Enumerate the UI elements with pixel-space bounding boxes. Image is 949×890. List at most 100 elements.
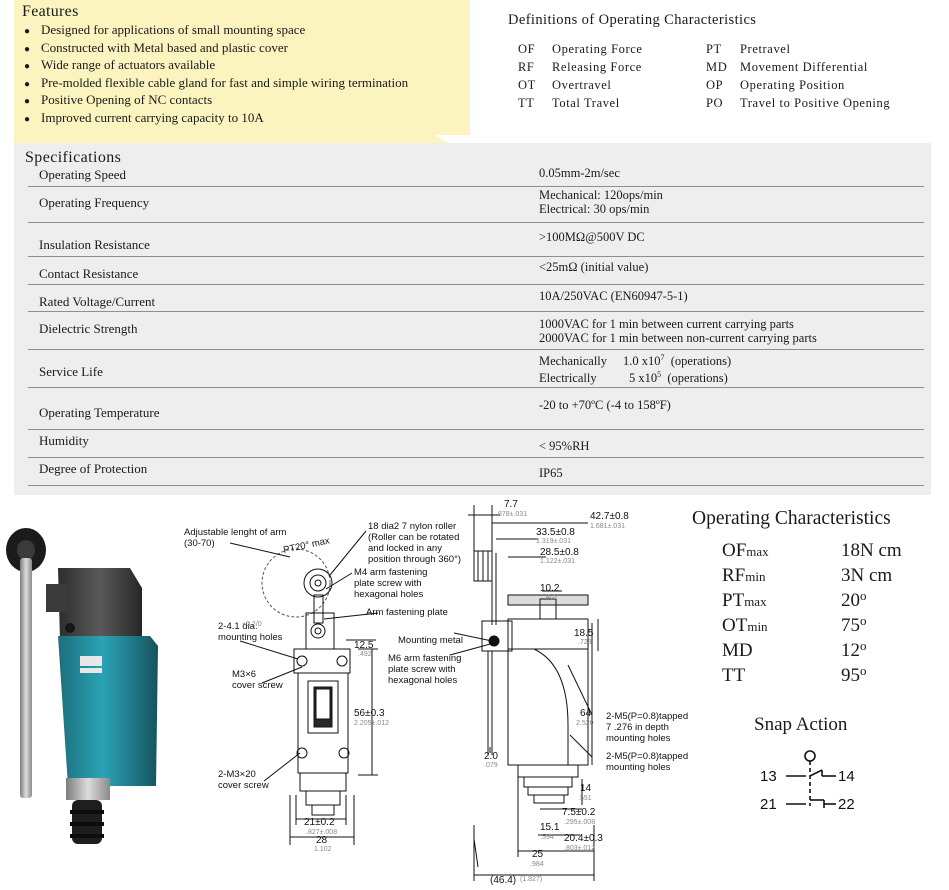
spec-value: IP65 — [539, 466, 563, 480]
note-roller: and locked in any — [368, 543, 442, 554]
dim-28-inch: 1.102 — [314, 846, 332, 853]
note-m4-screw: M4 arm fastening — [354, 567, 427, 578]
spec-row: Insulation Resistance >100MΩ@500V DC — [28, 223, 924, 257]
dim-18-5: 18.5 — [574, 628, 594, 639]
spec-label: Service Life — [39, 364, 103, 379]
spec-label: Humidity — [39, 433, 89, 448]
dim-18-5-inch: .728 — [578, 639, 592, 646]
dim-14: 14 — [580, 783, 592, 794]
specifications-table: Specifications Operating Speed 0.05mm-2m… — [14, 143, 931, 495]
note-m6-screw: M6 arm fastening — [388, 653, 461, 664]
spec-label: Contact Resistance — [39, 266, 139, 281]
note-mounting-holes: mounting holes — [218, 632, 283, 643]
note-m3x20: cover screw — [218, 780, 269, 791]
spec-value: 1000VAC for 1 min between current carryi… — [539, 317, 817, 345]
spec-row: Degree of Protection IP65 — [28, 458, 924, 486]
definitions-title: Definitions of Operating Characteristics — [508, 12, 757, 28]
snap-action-title: Snap Action — [754, 714, 848, 735]
dim-21: 21±0.2 — [304, 817, 335, 828]
bullet-icon: ● — [24, 61, 31, 73]
spec-value: -20 to +70ºC (-4 to 158ºF) — [539, 398, 671, 412]
feature-item: ●Constructed with Metal based and plasti… — [24, 40, 408, 58]
dim-28: 28 — [316, 835, 328, 846]
terminal-21: 21 — [760, 796, 777, 813]
bullet-icon: ● — [24, 96, 31, 108]
snap-action: Snap Action 13 14 21 22 — [754, 714, 904, 813]
dim-15-1-inch: .594 — [540, 834, 554, 841]
bullet-icon: ● — [24, 78, 31, 90]
note-m3x6: cover screw — [232, 680, 283, 691]
dim-28-5: 28.5±0.8 — [540, 547, 579, 558]
note-tapped-holes: 7 .276 in depth — [606, 722, 669, 733]
spec-row: Operating Temperature -20 to +70ºC (-4 t… — [28, 388, 924, 430]
spec-label: Insulation Resistance — [39, 237, 150, 252]
snap-action-diagram: 13 14 21 22 — [760, 750, 855, 813]
dim-2-0: 2.0 — [484, 751, 498, 762]
spec-row: Operating Frequency Mechanical: 120ops/m… — [28, 187, 924, 223]
feature-item: ●Pre-molded flexible cable gland for fas… — [24, 75, 408, 93]
dim-10-2: 10.2 — [540, 583, 560, 594]
dim-56: 56±0.3 — [354, 708, 385, 719]
spec-value: >100MΩ@500V DC — [539, 230, 645, 244]
dim-46-4: (46.4) — [490, 875, 516, 886]
dim-15-1: 15.1 — [540, 822, 560, 833]
note-pretravel: PT20° max — [282, 535, 331, 556]
spec-value: <25mΩ (initial value) — [539, 260, 649, 274]
bullet-icon: ● — [24, 43, 31, 55]
dimension-drawing: Adjustable lenght of arm (30-70) PT20° m… — [184, 499, 688, 886]
spec-row: Humidity < 95%RH — [28, 430, 924, 458]
dim-20-4: 20.4±0.3 — [564, 833, 603, 844]
terminal-22: 22 — [838, 796, 855, 813]
dim-7-5: 7.5±0.2 — [562, 807, 596, 818]
spec-label: Dielectric Strength — [39, 321, 138, 336]
dim-12-5: 12.5 — [354, 640, 374, 651]
dim-7-7-inch: .878±.031 — [496, 511, 527, 518]
dim-42-7-inch: 1.681±.031 — [590, 523, 625, 530]
spec-label: Operating Speed — [39, 167, 127, 182]
dim-28-5-inch: 1.122±.031 — [540, 558, 575, 565]
dim-64: 64 — [580, 708, 592, 719]
dim-12-5-inch: .492 — [358, 651, 372, 658]
dim-7-7: 7.7 — [504, 499, 518, 510]
note-m4-screw: plate screw with — [354, 578, 422, 589]
dim-46-4-inch: (1.827) — [520, 876, 542, 883]
features-list: ●Designed for applications of small moun… — [24, 22, 408, 128]
dim-21-inch: .827±.008 — [306, 829, 337, 836]
spec-row: Contact Resistance <25mΩ (initial value) — [28, 257, 924, 285]
spec-label: Operating Frequency — [39, 195, 150, 210]
specifications-title: Specifications — [25, 149, 122, 166]
dim-33-5-inch: 1.319±.031 — [536, 538, 571, 545]
spec-value: < 95%RH — [539, 439, 590, 453]
bullet-icon: ● — [24, 26, 31, 37]
note-mounting-holes: 2-4.1 dia. — [218, 621, 258, 632]
note-tapped-holes-2: 2-M5(P=0.8)tapped — [606, 751, 688, 762]
feature-item: ●Positive Opening of NC contacts — [24, 92, 408, 110]
dim-10-2-inch: .402 — [544, 594, 558, 601]
spec-row: Dielectric Strength 1000VAC for 1 min be… — [28, 312, 924, 350]
spec-value: 10A/250VAC (EN60947-5-1) — [539, 289, 688, 303]
dim-56-inch: 2.205±.012 — [354, 720, 389, 727]
dim-7-5-inch: .295±.008 — [564, 819, 595, 826]
dim-20-4-inch: .803±.012 — [564, 845, 595, 852]
spec-label: Rated Voltage/Current — [39, 294, 156, 309]
dim-25-inch: .984 — [530, 861, 544, 868]
spec-value: 0.05mm-2m/sec — [539, 166, 620, 180]
note-m3x20: 2-M3×20 — [218, 769, 256, 780]
dim-33-5: 33.5±0.8 — [536, 527, 575, 538]
dim-64-inch: 2.520 — [576, 720, 594, 727]
operating-characteristics-title: Operating Characteristics — [692, 508, 891, 529]
note-mounting-metal: Mounting metal — [398, 635, 463, 646]
note-roller: 18 dia2 7 nylon roller — [368, 521, 456, 532]
note-arm-length: Adjustable lenght of arm — [184, 527, 287, 538]
note-tapped-holes-2: mounting holes — [606, 762, 671, 773]
features-box: Features ●Designed for applications of s… — [14, 0, 470, 155]
note-m4-screw: hexagonal holes — [354, 589, 423, 600]
